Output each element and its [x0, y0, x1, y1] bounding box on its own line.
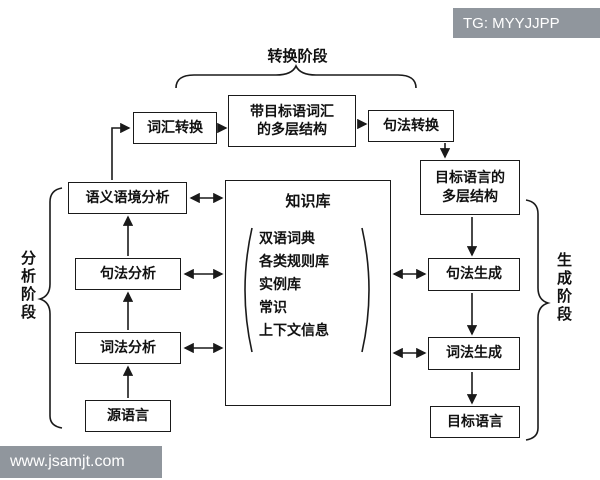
kb-item-bilingual-dictionary: 双语词典	[259, 231, 315, 247]
kb-item-context-info: 上下文信息	[259, 323, 329, 339]
node-source-language: 源语言	[85, 400, 171, 432]
node-semantic-context-analysis: 语义语境分析	[68, 182, 187, 214]
node-knowledge-base: 知识库 双语词典 各类规则库 实例库 常识 上下文信息	[225, 180, 391, 406]
label-generation-stage: 生成阶段	[555, 252, 573, 324]
arrow-semantic-to-lexical-transfer	[111, 122, 131, 180]
brace-generation-stage	[525, 199, 551, 441]
node-syntactic-analysis: 句法分析	[75, 258, 181, 290]
brace-transfer-stage	[175, 64, 417, 89]
kb-item-rule-bases: 各类规则库	[259, 254, 329, 270]
label-analysis-stage: 分析阶段	[19, 250, 37, 322]
node-syntactic-generation: 句法生成	[428, 258, 520, 291]
kb-item-common-sense: 常识	[259, 300, 287, 316]
knowledge-base-list: 双语词典 各类规则库 实例库 常识 上下文信息	[259, 228, 329, 343]
node-target-language: 目标语言	[430, 406, 520, 438]
node-lexical-generation: 词法生成	[428, 337, 520, 370]
brace-analysis-stage	[37, 187, 63, 429]
node-target-multilayer-structure: 目标语言的 多层结构	[420, 160, 520, 215]
node-lexical-analysis: 词法分析	[75, 332, 181, 364]
watermark-bottom-left: www.jsamjt.com	[0, 446, 162, 478]
node-lexical-transfer: 词汇转换	[133, 112, 217, 144]
label-transfer-stage: 转换阶段	[267, 47, 328, 65]
kb-item-example-base: 实例库	[259, 277, 301, 293]
node-target-lexical-multilayer-structure: 带目标语词汇 的多层结构	[228, 95, 356, 147]
watermark-top-right: TG: MYYJJPP	[453, 8, 600, 38]
node-syntactic-transfer: 句法转换	[368, 110, 454, 142]
knowledge-base-title: 知识库	[285, 192, 331, 210]
